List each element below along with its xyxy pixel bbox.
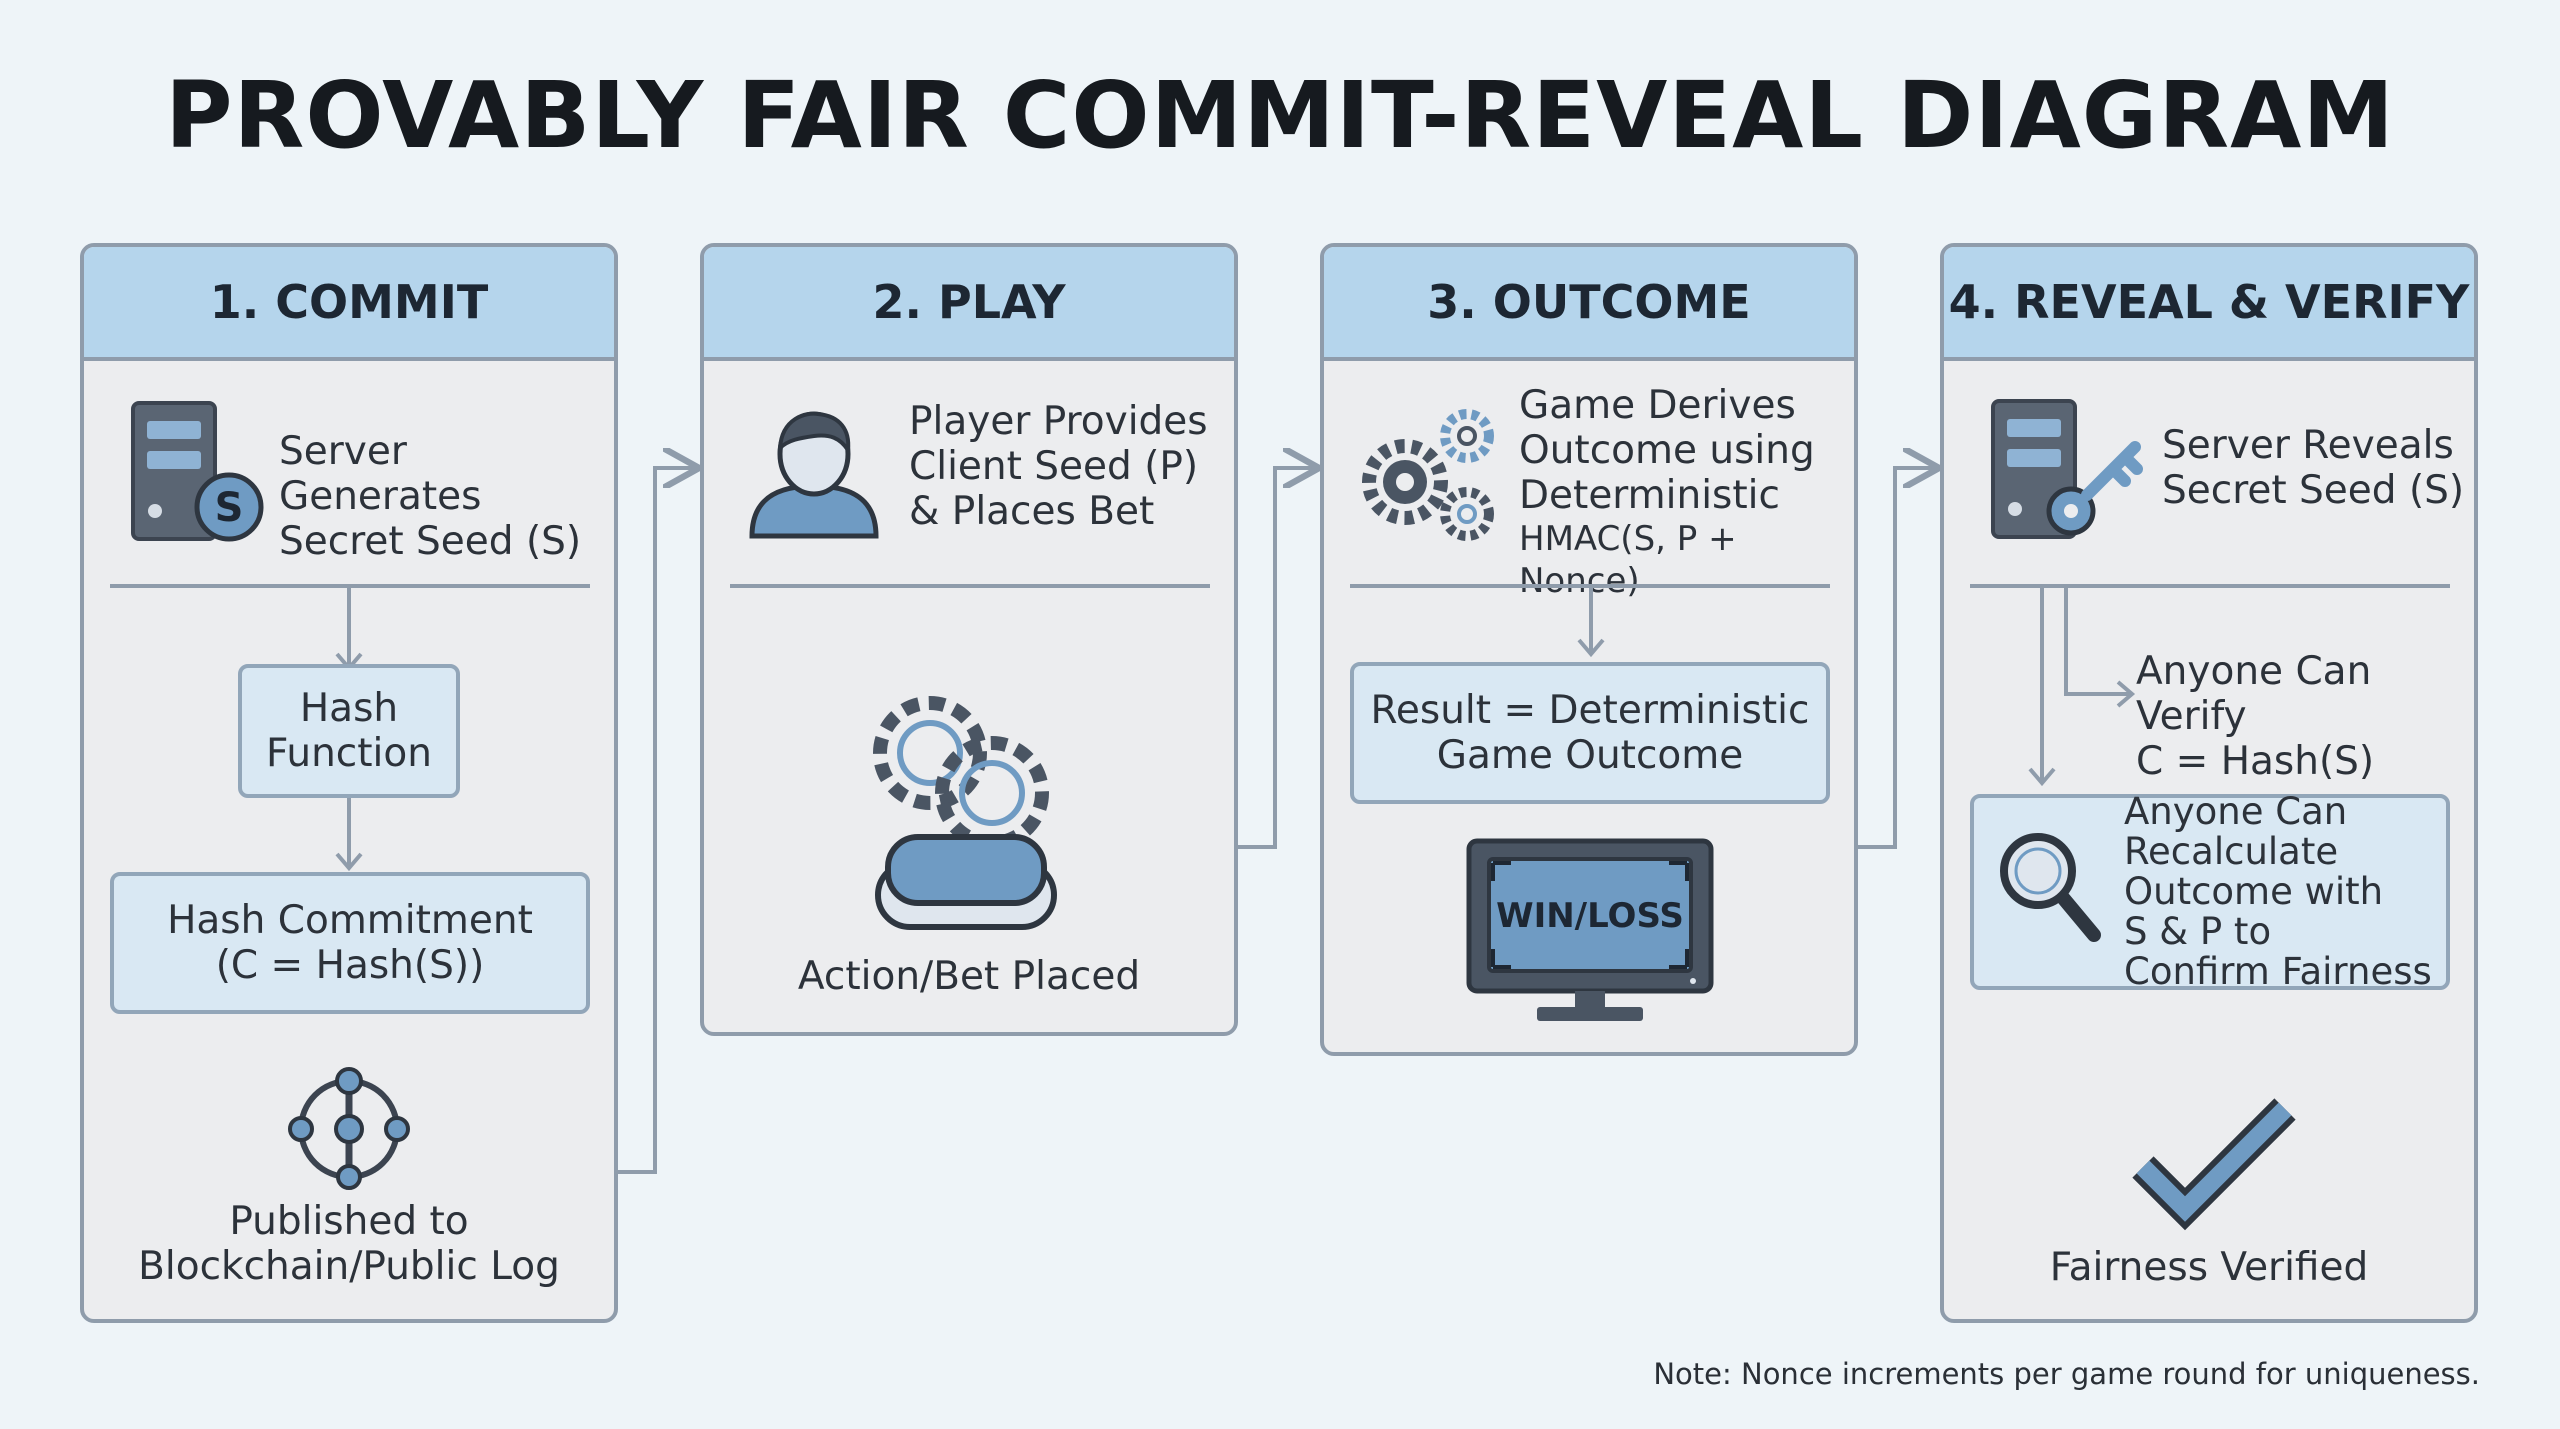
recalc-line5: Confirm Fairness [2124, 950, 2432, 993]
server-icon: S [129, 399, 279, 553]
connector-commit-to-play [618, 468, 695, 1174]
derive-line2: Outcome using [1519, 428, 1815, 473]
player-avatar-icon [744, 402, 884, 546]
recalc-line4: S & P to [2124, 910, 2272, 953]
panel-play: 2. PLAY Player Provides Client Seed (P) … [700, 243, 1238, 1036]
panel-reveal-verify: 4. REVEAL & VERIFY Server Reveals Secret… [1940, 243, 2478, 1323]
commitment-line2: (C = Hash(S)) [215, 943, 485, 988]
panel-header-commit: 1. COMMIT [84, 247, 614, 361]
footnote: Note: Nonce increments per game round fo… [1653, 1357, 2480, 1391]
betting-chips-icon [872, 695, 1072, 939]
verify-line1: Anyone Can Verify [2136, 649, 2372, 739]
recalculate-box: Anyone Can Recalculate Outcome with S & … [1970, 792, 2450, 992]
reveal-line1: Server Reveals [2162, 423, 2454, 468]
recalculate-text: Anyone Can Recalculate Outcome with S & … [2124, 792, 2432, 992]
action-bet-placed-label: Action/Bet Placed [797, 954, 1141, 999]
player-line1: Player Provides [909, 399, 1208, 444]
arrow-down-icon [1577, 588, 1605, 658]
checkmark-icon [2129, 1095, 2299, 1239]
derive-line1: Game Derives [1519, 383, 1796, 428]
result-box: Result = Deterministic Game Outcome [1350, 662, 1830, 804]
published-line1: Published to [229, 1199, 469, 1244]
panel-header-outcome: 3. OUTCOME [1324, 247, 1854, 361]
server-generates-label: Server Generates Secret Seed (S) [279, 429, 609, 564]
fairness-verified-label: Fairness Verified [2049, 1245, 2369, 1290]
server-label-line2: Secret Seed (S) [279, 519, 582, 564]
hash-commitment-box: Hash Commitment (C = Hash(S)) [110, 872, 590, 1014]
published-line2: Blockchain/Public Log [138, 1244, 560, 1289]
panel-header-reveal-verify: 4. REVEAL & VERIFY [1944, 247, 2474, 361]
player-line2: Client Seed (P) [909, 444, 1199, 489]
recalc-line2: Recalculate [2124, 830, 2339, 873]
recalc-line1: Anyone Can [2124, 790, 2348, 833]
seed-badge-text: S [215, 485, 244, 531]
diagram-title: PROVABLY FAIR COMMIT-REVEAL DIAGRAM [165, 62, 2395, 169]
arrow-down-icon [335, 798, 363, 872]
anyone-can-verify-label: Anyone Can Verify C = Hash(S) [2136, 649, 2466, 784]
server-key-icon [1989, 397, 2149, 551]
published-label: Published to Blockchain/Public Log [84, 1199, 614, 1289]
server-reveals-label: Server Reveals Secret Seed (S) [2162, 423, 2472, 513]
panel-header-play: 2. PLAY [704, 247, 1234, 361]
result-line1: Result = Deterministic [1370, 688, 1810, 733]
player-provides-label: Player Provides Client Seed (P) & Places… [909, 399, 1229, 534]
commitment-line1: Hash Commitment [167, 898, 533, 943]
panel-outcome: 3. OUTCOME Game Derives Outcome using De… [1320, 243, 1858, 1056]
verify-line2: C = Hash(S) [2136, 739, 2375, 784]
magnifier-icon [1994, 827, 2104, 957]
reveal-line2: Secret Seed (S) [2162, 468, 2465, 513]
divider [730, 584, 1210, 588]
divider [110, 584, 590, 588]
game-derives-label: Game Derives Outcome using Deterministic… [1519, 383, 1854, 602]
monitor-icon: WIN/LOSS [1465, 837, 1715, 1031]
network-node-icon [287, 1067, 411, 1195]
player-line3: & Places Bet [909, 489, 1155, 534]
divider [1970, 584, 2450, 588]
hash-function-line2: Function [266, 731, 432, 776]
server-label-line1: Server Generates [279, 429, 482, 519]
connector-play-to-outcome [1238, 468, 1315, 849]
recalc-line3: Outcome with [2124, 870, 2384, 913]
hash-function-box: Hash Function [238, 664, 460, 798]
hash-function-line1: Hash [299, 686, 399, 731]
connector-outcome-to-reveal [1858, 468, 1935, 849]
branch-arrows-icon [2028, 588, 2136, 787]
divider [1350, 584, 1830, 588]
monitor-text: WIN/LOSS [1496, 896, 1684, 936]
derive-line3: Deterministic [1519, 473, 1780, 518]
result-line2: Game Outcome [1436, 733, 1744, 778]
panel-commit: 1. COMMIT S Server Generates Secret Seed… [80, 243, 618, 1323]
derive-line4: HMAC(S, P + Nonce) [1519, 519, 1737, 601]
gears-icon [1357, 402, 1507, 556]
